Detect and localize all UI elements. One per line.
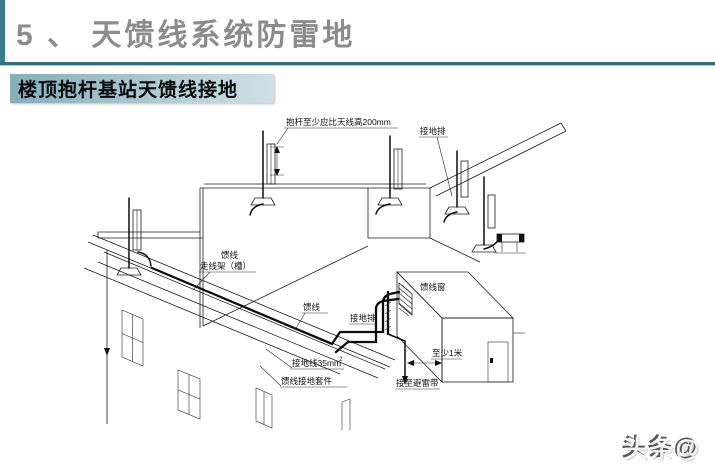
leader bbox=[294, 312, 306, 331]
feeder-ground-kit-text: 馈线接地套件 bbox=[281, 376, 333, 386]
antenna-4-ground-hook bbox=[443, 211, 458, 223]
page-title: 5 、 天馈线系统防雷地 bbox=[16, 19, 356, 52]
pole-height-text: 抱杆至少应比天线高200mm bbox=[286, 117, 391, 127]
box-top-edges bbox=[200, 183, 430, 189]
box-bottom-edge bbox=[202, 245, 369, 327]
antenna-1 bbox=[116, 197, 142, 276]
box-right-section bbox=[367, 188, 431, 239]
label-feeder-line: 馈线 bbox=[294, 302, 328, 331]
antenna-base bbox=[377, 197, 403, 206]
antenna-base bbox=[116, 267, 142, 276]
feeder-window bbox=[398, 282, 413, 317]
dimension-arrow-left bbox=[407, 360, 414, 366]
window-3-partial bbox=[255, 387, 273, 429]
door-knob bbox=[490, 358, 493, 363]
antenna-panel bbox=[487, 194, 496, 229]
min-distance-dimension bbox=[407, 360, 442, 366]
to-lightning-belt-text: 接至避雷带 bbox=[396, 378, 439, 388]
antenna-2-ground-hook bbox=[249, 203, 264, 216]
subtitle-chip: 楼顶抱杆基站天馈线接地 bbox=[10, 74, 274, 103]
leader bbox=[265, 348, 293, 369]
tray-rail-2 bbox=[97, 261, 379, 379]
min-distance-text: 至少1米 bbox=[432, 348, 463, 358]
label-cable-tray: 馈线 走线架（槽） bbox=[192, 250, 256, 291]
down-conductor-arrowhead bbox=[402, 376, 408, 385]
accent-bar bbox=[0, 0, 5, 62]
label-ground-wire: 接地线35mm 2 bbox=[265, 348, 344, 370]
dimension-arrow-right bbox=[435, 360, 442, 366]
leader bbox=[259, 365, 282, 387]
right-parapet-rising bbox=[429, 122, 567, 197]
parapet-diagonal-1 bbox=[92, 234, 396, 361]
bar-end-right bbox=[519, 234, 524, 242]
feeder-window-text: 馈线窗 bbox=[420, 282, 446, 292]
title-divider bbox=[0, 62, 715, 65]
room-door bbox=[487, 341, 509, 383]
parapet-end-cap bbox=[341, 398, 351, 430]
box-left-edge bbox=[199, 188, 204, 328]
feeder-cables bbox=[137, 203, 498, 385]
ground-bar-right bbox=[495, 233, 526, 254]
antenna-5-ground-hook bbox=[483, 241, 498, 250]
ground-bar-top-text: 接地排 bbox=[420, 126, 446, 136]
antenna-base bbox=[471, 244, 497, 253]
antenna-base bbox=[444, 206, 470, 215]
machine-room-box bbox=[199, 122, 567, 328]
subtitle-text: 楼顶抱杆基站天馈线接地 bbox=[18, 80, 239, 101]
window-ground-bar-ticks bbox=[384, 293, 392, 331]
bar-end-left bbox=[497, 234, 502, 242]
label-pole-height: 抱杆至少应比天线高200mm bbox=[276, 117, 398, 145]
antenna-1-ground-hook bbox=[137, 251, 152, 267]
roof-edge-to-room bbox=[429, 237, 481, 263]
leader bbox=[276, 127, 289, 145]
wall-top-edge bbox=[83, 267, 341, 375]
room-left-face bbox=[396, 271, 443, 383]
far-parapet-cap bbox=[97, 231, 203, 239]
dimension-arrow-down bbox=[274, 169, 280, 176]
feeder-window-hatch bbox=[398, 284, 413, 317]
second-feeder-run bbox=[334, 297, 400, 354]
equipment-room bbox=[396, 271, 525, 383]
label-to-lightning-belt: 接至避雷带 bbox=[395, 378, 440, 390]
bar-pedestal bbox=[495, 242, 526, 254]
watermark: 头条@ bbox=[623, 436, 701, 463]
label-min-distance: 至少1米 bbox=[431, 348, 463, 360]
label-ground-bar-top: 接地排 bbox=[419, 126, 453, 197]
title-divider-highlight bbox=[0, 65, 715, 66]
down-conductor-arrow bbox=[104, 348, 110, 356]
dimension-arrow-up bbox=[274, 146, 280, 153]
ground-wire-text: 接地线35mm bbox=[292, 358, 341, 368]
window-2 bbox=[177, 369, 201, 420]
pole-height-dimension bbox=[270, 146, 284, 176]
antenna-panel bbox=[460, 160, 469, 198]
cable-tray-text: 走线架（槽） bbox=[200, 261, 251, 271]
main-feeder-run bbox=[150, 266, 401, 346]
room-top-face bbox=[396, 271, 514, 319]
antenna-base bbox=[250, 197, 276, 206]
window-1 bbox=[121, 309, 144, 367]
label-feeder-ground-kit: 馈线接地套件 bbox=[259, 365, 347, 388]
ground-bar-mid-text: 接地排 bbox=[350, 313, 376, 323]
antenna-4 bbox=[444, 150, 470, 215]
feeder-line-2-text: 馈线 bbox=[303, 302, 321, 312]
down-conductor bbox=[387, 333, 406, 379]
antenna-3 bbox=[377, 135, 403, 206]
leader bbox=[436, 136, 453, 197]
leader bbox=[192, 271, 211, 291]
label-feeder-window: 馈线窗 bbox=[420, 282, 446, 292]
antenna-5 bbox=[471, 176, 497, 253]
antenna-2 bbox=[250, 130, 276, 206]
feeder-line-1-text: 馈线 bbox=[221, 250, 239, 260]
label-ground-bar-mid: 接地排 bbox=[349, 313, 377, 325]
ground-wire-sup-text: 2 bbox=[339, 356, 343, 363]
antenna-3-ground-hook bbox=[375, 203, 391, 215]
